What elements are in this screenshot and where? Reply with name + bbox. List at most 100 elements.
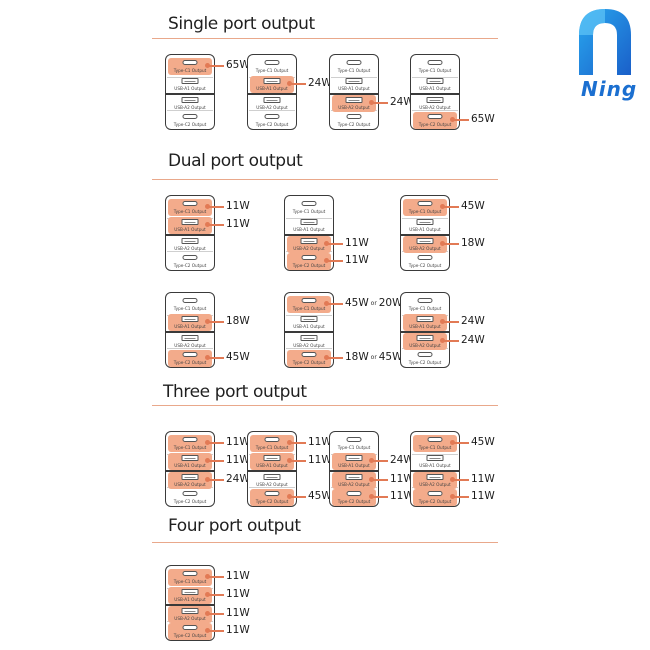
port-a2-active: USB-A2 Output	[287, 236, 331, 253]
callout-line	[287, 440, 306, 445]
wattage-value: 45W	[471, 436, 495, 448]
wattage-value: 11W	[308, 454, 332, 466]
usb-a-port-icon	[416, 219, 434, 225]
port-label: USB-A2 Output	[293, 246, 325, 251]
port-c1-active: Type-C1 Output	[168, 435, 212, 452]
port-c1-active: Type-C1 Output	[168, 569, 212, 586]
port-c2: Type-C2 Output	[168, 253, 212, 270]
port-c1: Type-C1 Output	[250, 58, 294, 75]
port-a2: USB-A2 Output	[413, 95, 457, 112]
port-a1: USB-A1 Output	[332, 76, 376, 93]
port-label: USB-A2 Output	[174, 105, 206, 110]
charger-seam	[284, 331, 334, 333]
wattage-label-c1: 45W	[461, 200, 485, 212]
callout-line	[324, 241, 343, 246]
port-a2-active: USB-A2 Output	[413, 472, 457, 489]
callout-line	[324, 355, 343, 360]
callout-line	[440, 204, 459, 209]
port-label: Type-C2 Output	[408, 360, 442, 365]
port-label: Type-C2 Output	[173, 633, 207, 638]
usb-c-port-icon	[301, 255, 317, 260]
port-divider	[286, 218, 332, 219]
wattage-value: 11W	[390, 490, 414, 502]
usb-a-port-icon	[300, 316, 318, 322]
port-label: USB-A1 Output	[409, 227, 441, 232]
charger-seam	[247, 93, 297, 95]
wattage-value: 11W	[226, 607, 250, 619]
port-label: USB-A1 Output	[256, 463, 288, 468]
wattage-value: 65W	[471, 113, 495, 125]
port-label: Type-C2 Output	[173, 263, 207, 268]
port-label: Type-C1 Output	[292, 209, 326, 214]
wattage-value: 18W	[461, 237, 485, 249]
wattage-label-a2: 18W	[461, 237, 485, 249]
wattage-label-a2: 24W	[390, 96, 414, 108]
wattage-label-c2: 11W	[471, 490, 495, 502]
port-divider	[412, 454, 458, 455]
port-a2: USB-A2 Output	[250, 472, 294, 489]
port-c2: Type-C2 Output	[168, 489, 212, 506]
port-label: USB-A1 Output	[174, 86, 206, 91]
usb-c-port-icon	[427, 491, 443, 496]
callout-line	[324, 258, 343, 263]
port-c1: Type-C1 Output	[403, 296, 447, 313]
port-divider	[402, 218, 448, 219]
port-label: USB-A1 Output	[174, 227, 206, 232]
port-divider	[249, 487, 295, 488]
callout-line	[440, 319, 459, 324]
port-label: Type-C2 Output	[337, 122, 371, 127]
port-divider	[331, 77, 377, 78]
charger-seam	[410, 470, 460, 472]
usb-a-port-icon	[416, 238, 434, 244]
charger-seam	[410, 93, 460, 95]
wattage-label-a2: 24W	[461, 334, 485, 346]
port-label: Type-C2 Output	[255, 499, 289, 504]
wattage-value: 65W	[226, 59, 250, 71]
callout-line	[287, 81, 306, 86]
wattage-value: 24W	[390, 96, 414, 108]
section-title-three: Three port output	[163, 382, 307, 402]
port-label: USB-A1 Output	[256, 86, 288, 91]
port-a1-active: USB-A1 Output	[168, 453, 212, 470]
charger-seam	[284, 234, 334, 236]
wattage-value: 11W	[226, 454, 250, 466]
port-label: USB-A1 Output	[419, 463, 451, 468]
usb-a-port-icon	[181, 219, 199, 225]
usb-c-port-icon	[417, 352, 433, 357]
usb-c-port-icon	[264, 437, 280, 442]
port-label: USB-A2 Output	[419, 105, 451, 110]
usb-a-port-icon	[181, 238, 199, 244]
port-divider	[249, 110, 295, 111]
port-label: USB-A2 Output	[256, 105, 288, 110]
port-label: USB-A2 Output	[409, 343, 441, 348]
usb-c-port-icon	[427, 60, 443, 65]
wattage-value: 11W	[345, 237, 369, 249]
port-c1: Type-C1 Output	[287, 199, 331, 216]
wattage-value: 11W	[226, 588, 250, 600]
wattage-value: 11W	[471, 473, 495, 485]
port-label: Type-C1 Output	[337, 445, 371, 450]
charger-seam	[165, 331, 215, 333]
charger-seam	[165, 234, 215, 236]
usb-a-port-icon	[263, 474, 281, 480]
wattage-label-a1: 24W	[461, 315, 485, 327]
charger-seam	[329, 93, 379, 95]
port-c1-active: Type-C1 Output	[250, 435, 294, 452]
wattage-value: 24W	[461, 315, 485, 327]
wattage-value: 24W	[226, 473, 250, 485]
usb-c-port-icon	[417, 298, 433, 303]
usb-a-port-icon	[263, 78, 281, 84]
usb-c-port-icon	[182, 352, 198, 357]
usb-a-port-icon	[181, 97, 199, 103]
usb-a-port-icon	[181, 455, 199, 461]
wattage-value: 45W	[461, 200, 485, 212]
usb-a-port-icon	[345, 474, 363, 480]
wattage-label-c2: 11W	[226, 624, 250, 636]
port-c2-active: Type-C2 Output	[250, 489, 294, 506]
callout-line	[205, 611, 224, 616]
